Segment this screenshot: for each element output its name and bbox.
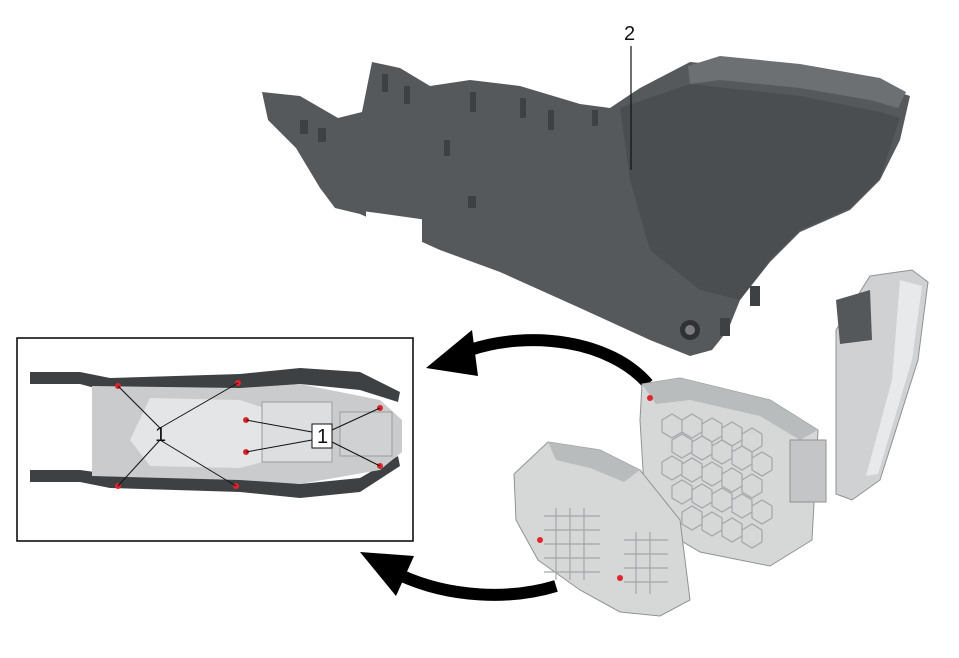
front-bracket-grid bbox=[544, 508, 668, 594]
box-hinge bbox=[789, 439, 827, 503]
callout-1-label-left: 1 bbox=[155, 424, 166, 446]
box-fastener-marker bbox=[647, 395, 653, 401]
inset-detail-view: 1 1 bbox=[16, 337, 414, 542]
callout-1-leaders bbox=[117, 382, 381, 487]
arrow-lower bbox=[360, 552, 558, 601]
callout-2-label: 2 bbox=[624, 23, 635, 45]
front-fastener-marker bbox=[537, 537, 543, 543]
storage-box-bracket bbox=[639, 377, 827, 567]
console-top-rim bbox=[688, 56, 906, 108]
inset-rail-top bbox=[30, 368, 400, 402]
console-side-opening bbox=[366, 211, 422, 262]
arrow-upper-head bbox=[426, 330, 478, 376]
console-rib-details bbox=[300, 74, 760, 336]
inset-inner-shadow bbox=[130, 398, 270, 468]
box-honeycomb-grid bbox=[661, 413, 773, 549]
arrow-lower-head bbox=[360, 552, 414, 596]
front-fastener-marker bbox=[617, 575, 623, 581]
center-console-body bbox=[262, 56, 910, 356]
callout-1-label-right: 1 bbox=[317, 426, 328, 448]
arrow-upper bbox=[426, 330, 653, 389]
front-lower-bracket bbox=[513, 441, 691, 617]
callout-1-box bbox=[311, 423, 333, 449]
armrest-lid bbox=[835, 269, 929, 501]
console-front-face bbox=[620, 84, 900, 300]
box-bracket-top bbox=[642, 378, 818, 440]
inset-rail-bottom bbox=[30, 456, 400, 498]
